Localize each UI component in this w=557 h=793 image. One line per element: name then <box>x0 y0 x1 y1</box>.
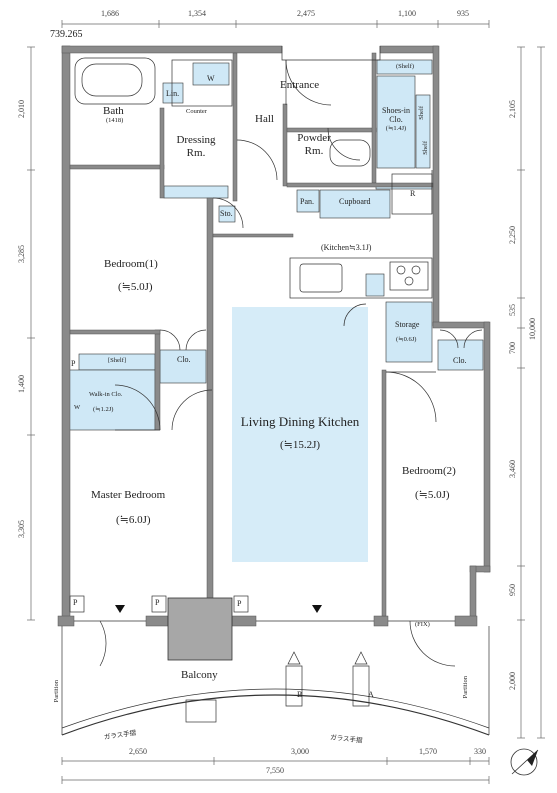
storage-fixture <box>385 301 433 363</box>
ldk-label: Living Dining Kitchen <box>240 414 360 429</box>
counter-label: Counter <box>186 108 207 115</box>
entrance-label: Entrance <box>280 79 320 91</box>
partition-left-label: Partition <box>53 680 60 703</box>
wic-area-label: (≒1.2J) <box>93 406 114 413</box>
storage-label: Storage <box>395 320 420 329</box>
washer-label: W <box>207 74 215 83</box>
sto-label: Sto. <box>220 209 233 218</box>
outdoor-unit-b-label: B <box>297 690 303 699</box>
closet-label: Clo. <box>177 355 191 364</box>
wic-w-label: W <box>74 404 81 411</box>
fixtures <box>67 59 484 562</box>
p-label-wic: P <box>71 359 76 368</box>
dim-right-6: 950 <box>508 584 517 596</box>
powder-label: Powder <box>297 132 331 144</box>
kitchen-label: (Kitchen≒3.1J) <box>321 243 372 252</box>
shoes-label: Shoes-in <box>382 106 410 115</box>
dim-top-5: 935 <box>457 9 469 18</box>
dim-bottom-4: 330 <box>474 747 486 756</box>
dressing-label: Dressing <box>176 134 216 146</box>
shelf-top-fixture <box>376 59 433 75</box>
fridge-label: R <box>410 189 416 198</box>
dim-left-2: 3,285 <box>17 245 26 263</box>
bedroom2-label: Bedroom(2) <box>402 465 456 477</box>
master-bedroom-label: Master Bedroom <box>91 489 166 501</box>
linen-fixture <box>162 82 184 104</box>
bath-label: Bath <box>103 105 124 117</box>
walls <box>57 45 491 627</box>
dim-top-3: 2,475 <box>297 9 315 18</box>
powder-label-2: Rm. <box>304 145 324 157</box>
wic-shelf-label: [Shelf] <box>108 357 127 364</box>
kitchen-side-fixture <box>365 273 385 297</box>
dressing-counter-fixture <box>163 185 229 199</box>
shelf-side-fixture <box>415 94 431 169</box>
shoes-area-label: (≒1.4J) <box>385 125 407 132</box>
dim-right-2: 2,250 <box>508 226 517 244</box>
wic-label: Walk-in Clo. <box>89 391 123 398</box>
dim-right-5: 3,460 <box>508 460 517 478</box>
pantry-fixture <box>296 189 320 213</box>
dim-right-7: 2,000 <box>508 672 517 690</box>
dim-top-4: 1,100 <box>398 9 416 18</box>
p-label-1: P <box>73 598 78 607</box>
dim-bottom-2: 3,000 <box>291 747 309 756</box>
ldk-highlight <box>232 307 368 562</box>
linen-label: Lin. <box>166 89 180 98</box>
dim-bottom-1: 2,650 <box>129 747 147 756</box>
dim-right-1: 2,105 <box>508 100 517 118</box>
corner-value: 739.265 <box>50 29 83 40</box>
pan-label: Pan. <box>300 197 314 206</box>
dim-top-2: 1,354 <box>188 9 206 18</box>
dim-left-1: 2,010 <box>17 100 26 118</box>
bedroom1-label: Bedroom(1) <box>104 258 158 270</box>
washer-fixture <box>192 62 230 86</box>
dressing-label-2: Rm. <box>186 147 206 159</box>
dimension-lines <box>27 20 545 784</box>
dim-left-3: 1,400 <box>17 375 26 393</box>
detail-lines <box>61 46 490 736</box>
storage-area-label: (≒0.6J) <box>396 336 417 343</box>
shoes-label-2: Clo. <box>389 115 403 124</box>
master-bedroom-area-label: (≒6.0J) <box>116 514 151 526</box>
dim-right-4: 700 <box>508 342 517 354</box>
balcony-label: Balcony <box>181 669 218 681</box>
bedroom1-area-label: (≒5.0J) <box>118 281 153 293</box>
bath-sub-label: (1418) <box>106 117 124 124</box>
dim-right-total: 10,000 <box>528 318 537 340</box>
bedroom2-area-label: (≒5.0J) <box>415 489 450 501</box>
dim-bottom-total: 7,550 <box>266 766 284 775</box>
storage-small-fixture <box>218 205 236 223</box>
dim-left-4: 3,305 <box>17 520 26 538</box>
cupboard-label: Cupboard <box>339 197 371 206</box>
hall-label: Hall <box>255 113 274 125</box>
shelf-side-label-2: Shelf <box>422 141 429 155</box>
north-compass <box>510 748 539 776</box>
bedroom2-closet-label: Clo. <box>453 356 467 365</box>
entry-markers <box>115 605 322 613</box>
shelf-side-label-1: Shelf <box>418 106 425 120</box>
cupboard-fixture <box>319 189 391 219</box>
outdoor-unit <box>167 597 233 661</box>
p-label-2: P <box>155 598 160 607</box>
closet-fixture <box>159 349 207 384</box>
shoes-closet-fixture <box>376 75 416 169</box>
outdoor-unit-a-label: A <box>368 690 374 699</box>
bedroom2-closet-fixture <box>437 339 484 371</box>
shelf-top-label: (Shelf) <box>396 63 415 70</box>
partition-right-label: Partition <box>462 676 469 699</box>
dim-top-1: 1,686 <box>101 9 119 18</box>
dim-bottom-3: 1,570 <box>419 747 437 756</box>
ldk-area-label: (≒15.2J) <box>279 439 321 451</box>
fix-label: (FIX) <box>415 621 430 628</box>
p-label-3: P <box>237 599 242 608</box>
dim-right-3: 535 <box>508 304 517 316</box>
wic-fixture <box>67 369 156 431</box>
